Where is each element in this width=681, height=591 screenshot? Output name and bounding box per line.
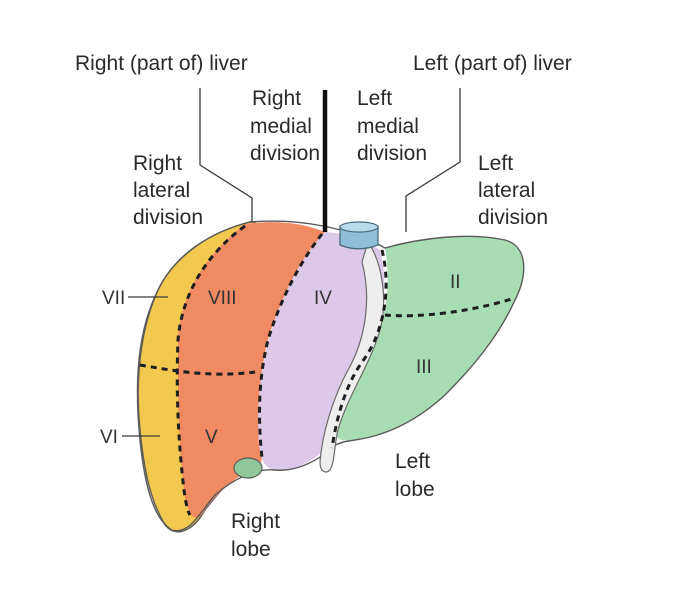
label-left-medial-line3: division — [357, 142, 427, 165]
segment-label-viii: VIII — [208, 288, 237, 309]
label-left-part-of-liver: Left (part of) liver — [413, 52, 572, 75]
right-medial-division-region — [178, 222, 325, 518]
label-right-lateral-line3: division — [133, 206, 203, 229]
label-left-lobe-line2: lobe — [395, 478, 435, 501]
label-left-medial-line2: medial — [357, 115, 419, 138]
segment-label-iv: IV — [314, 288, 332, 309]
label-right-lobe-line1: Right — [231, 510, 280, 533]
label-right-medial-line2: medial — [250, 115, 312, 138]
leader-left-part — [405, 88, 461, 232]
leader-right-part — [199, 88, 253, 222]
label-left-medial-line1: Left — [357, 87, 392, 110]
label-right-lateral-line2: lateral — [133, 179, 190, 202]
label-right-medial-line1: Right — [252, 87, 301, 110]
inferior-vena-cava-top — [339, 221, 379, 233]
boundary-left-medial-lateral — [330, 249, 388, 449]
gallbladder — [233, 457, 263, 479]
label-left-lobe-line1: Left — [395, 450, 430, 473]
segment-label-vi: VI — [100, 427, 118, 448]
segment-label-iii: III — [416, 357, 432, 378]
left-lateral-division-region — [335, 236, 524, 441]
boundary-right-lateral-medial — [175, 224, 246, 516]
boundary-right-left — [258, 233, 324, 459]
label-left-lateral-line1: Left — [478, 152, 513, 175]
label-right-medial-line3: division — [250, 142, 320, 165]
label-left-lateral-line2: lateral — [478, 179, 535, 202]
boundary-ii-iii — [384, 296, 516, 318]
label-left-lateral-line3: division — [478, 206, 548, 229]
label-right-lobe-line2: lobe — [231, 538, 271, 561]
boundary-vi-vii — [139, 363, 256, 376]
segment-label-vii: VII — [102, 288, 125, 309]
segment-label-ii: II — [450, 272, 461, 293]
label-right-lateral-line1: Right — [133, 152, 182, 175]
label-right-part-of-liver: Right (part of) liver — [75, 52, 248, 75]
segment-label-v: V — [205, 427, 218, 448]
left-medial-division-region — [258, 232, 385, 471]
